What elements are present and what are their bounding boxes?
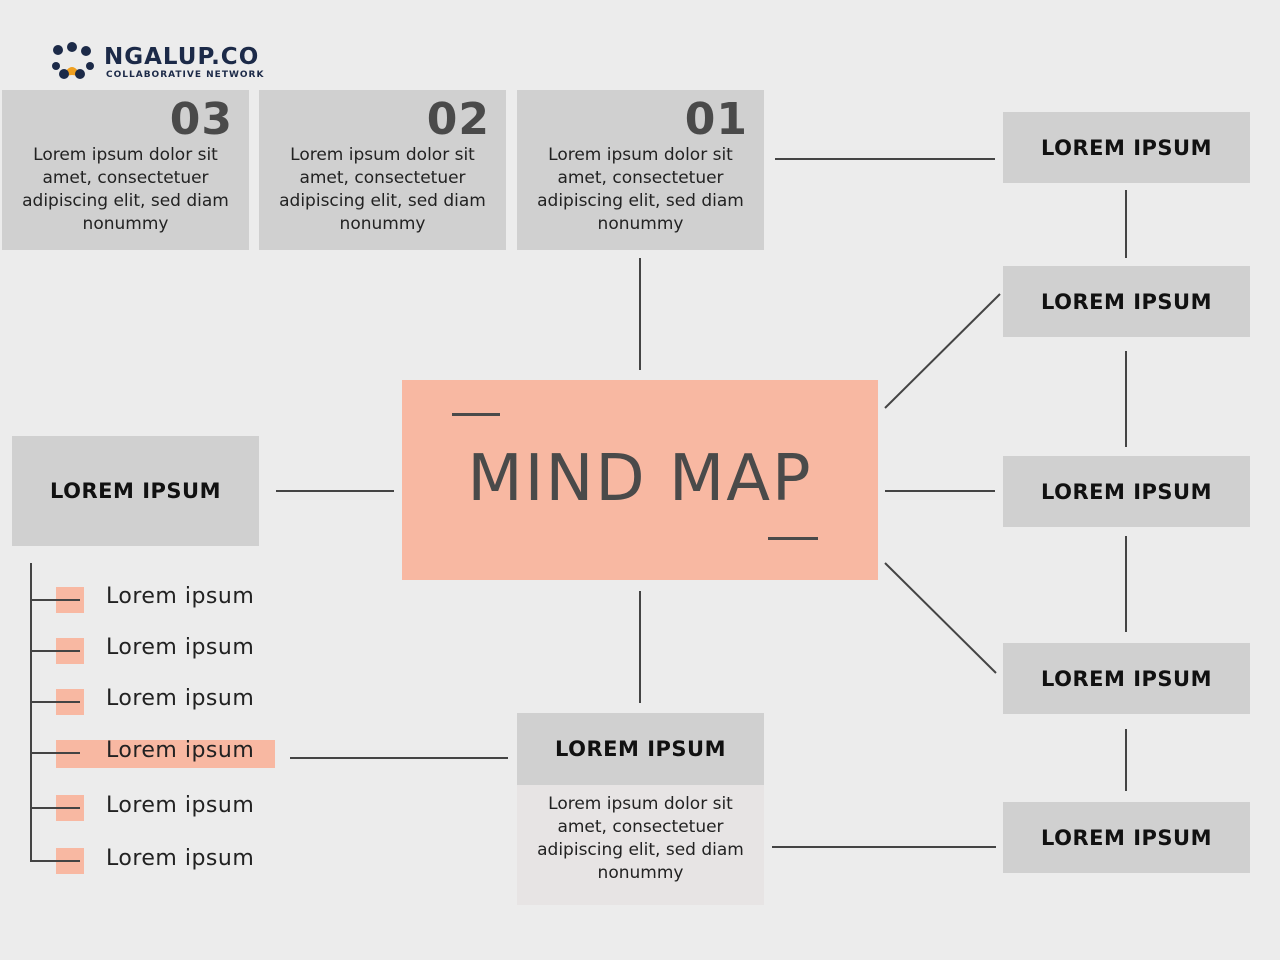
bottom-node-label: LOREM IPSUM xyxy=(555,737,726,761)
bottom-node: LOREM IPSUM xyxy=(517,713,764,785)
connector-diagonal-up xyxy=(884,293,1001,409)
logo-tagline: COLLABORATIVE NETWORK xyxy=(106,70,265,80)
right-node-label: LOREM IPSUM xyxy=(1041,825,1212,850)
center-dash-top xyxy=(452,413,500,416)
step-number: 01 xyxy=(684,94,748,145)
step-description: Lorem ipsum dolor sit amet, consectetuer… xyxy=(279,145,486,234)
right-node-3: LOREM IPSUM xyxy=(1003,456,1250,527)
list-branch xyxy=(30,807,80,809)
step-description: Lorem ipsum dolor sit amet, consectetuer… xyxy=(537,145,744,234)
list-item: Lorem ipsum xyxy=(106,635,255,660)
list-item: Lorem ipsum xyxy=(106,846,255,871)
bottom-node-body: Lorem ipsum dolor sit amet, consectetuer… xyxy=(517,785,764,905)
step-card-02: 02 Lorem ipsum dolor sit amet, consectet… xyxy=(259,90,506,250)
right-node-label: LOREM IPSUM xyxy=(1041,666,1212,691)
list-branch xyxy=(30,599,80,601)
bottom-node-description: Lorem ipsum dolor sit amet, consectetuer… xyxy=(537,794,744,883)
right-node-label: LOREM IPSUM xyxy=(1041,135,1212,160)
list-item: Lorem ipsum xyxy=(106,738,255,763)
right-node-5: LOREM IPSUM xyxy=(1003,802,1250,873)
step-card-01: 01 Lorem ipsum dolor sit amet, consectet… xyxy=(517,90,764,250)
list-spine xyxy=(30,563,32,862)
list-branch xyxy=(30,752,80,754)
list-item: Lorem ipsum xyxy=(106,584,255,609)
step-number: 02 xyxy=(426,94,490,145)
connector-diagonal-down xyxy=(884,562,997,674)
center-title: MIND MAP xyxy=(467,442,813,516)
right-node-1: LOREM IPSUM xyxy=(1003,112,1250,183)
step-card-03: 03 Lorem ipsum dolor sit amet, consectet… xyxy=(2,90,249,250)
left-node-label: LOREM IPSUM xyxy=(50,479,221,503)
list-branch xyxy=(30,860,80,862)
right-node-label: LOREM IPSUM xyxy=(1041,289,1212,314)
center-dash-bottom xyxy=(768,537,818,540)
list-branch xyxy=(30,650,80,652)
list-item: Lorem ipsum xyxy=(106,686,255,711)
center-node: MIND MAP xyxy=(402,380,878,580)
right-node-label: LOREM IPSUM xyxy=(1041,479,1212,504)
step-number: 03 xyxy=(169,94,233,145)
right-node-4: LOREM IPSUM xyxy=(1003,643,1250,714)
list-item-highlight xyxy=(56,740,275,768)
right-node-2: LOREM IPSUM xyxy=(1003,266,1250,337)
step-description: Lorem ipsum dolor sit amet, consectetuer… xyxy=(22,145,229,234)
paw-logo-icon xyxy=(52,42,94,79)
list-item: Lorem ipsum xyxy=(106,793,255,818)
list-branch xyxy=(30,701,80,703)
logo-name: NGALUP.CO xyxy=(104,44,260,70)
left-node: LOREM IPSUM xyxy=(12,436,259,546)
